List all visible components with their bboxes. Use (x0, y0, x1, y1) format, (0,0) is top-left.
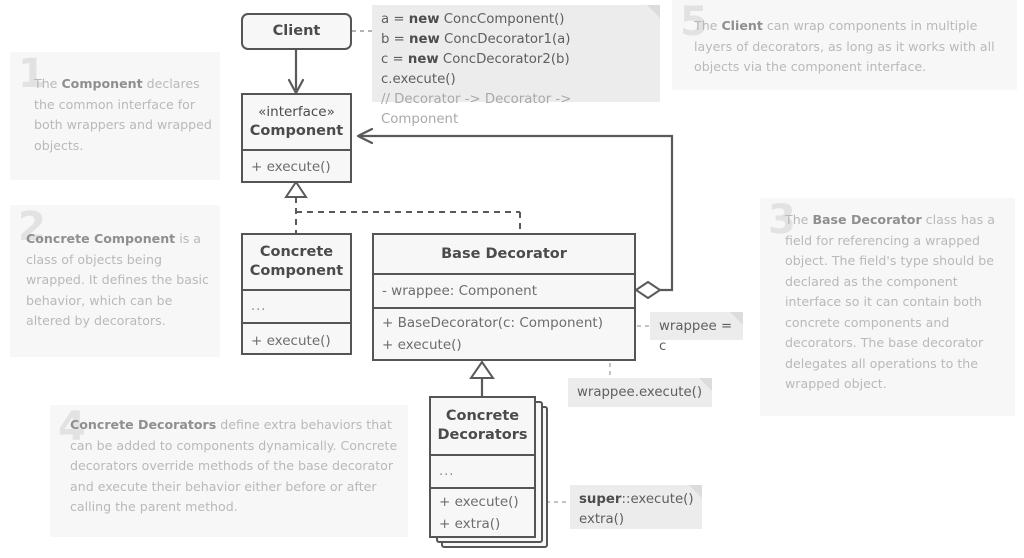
class-component-stereotype-and-name: «interface» Component (243, 103, 350, 141)
note-code-line-2: b = new ConcDecorator1(a) (381, 32, 571, 47)
note-code-line-4: c.execute() (381, 72, 456, 87)
class-concrete-component-name-line2: Component (249, 263, 344, 279)
class-component-title-section: «interface» Component (243, 95, 350, 149)
annotation-number-3: 3 (768, 197, 796, 243)
class-component-stereotype: «interface» (258, 104, 335, 120)
class-concrete-component-field-ellipsis: ... (251, 298, 267, 314)
class-box-concrete-decorators[interactable]: Concrete Decorators ... + execute() + ex… (429, 396, 536, 538)
class-concrete-component-methods-section: + execute() (243, 322, 350, 357)
class-concrete-decorators-fields-section: ... (431, 454, 534, 487)
note-wrappee-execute: wrappee.execute() (568, 378, 712, 407)
class-base-decorator-methods-section: + BaseDecorator(c: Component) + execute(… (374, 307, 634, 359)
class-concrete-decorators-field-ellipsis: ... (439, 463, 455, 479)
note-client-code: a = new ConcComponent() b = new ConcDeco… (372, 5, 660, 127)
annotation-panel-1: 1 The Component declares the common inte… (10, 52, 220, 180)
class-concrete-decorators-method-extra: + extra() (439, 515, 501, 532)
class-concrete-decorators-name: Concrete Decorators (431, 407, 534, 445)
class-component-method-execute: + execute() (251, 159, 331, 175)
class-component-name: Component (249, 123, 344, 139)
note-wrappee-execute-body: wrappee.execute() (577, 385, 703, 400)
annotation-panel-2: 2 Concrete Component is a class of objec… (10, 205, 220, 357)
annotation-panel-3: 3 The Base Decorator class has a field f… (760, 198, 1015, 416)
annotation-number-5: 5 (680, 0, 708, 45)
note-super-execute: super::execute() extra() (570, 485, 702, 529)
class-concrete-component-name-line1: Concrete (259, 244, 334, 260)
note-code-comment: // Decorator -> Decorator -> Component (381, 92, 572, 127)
note-super-execute-body: super::execute() extra() (570, 485, 702, 535)
class-base-decorator-title-section: Base Decorator (374, 235, 634, 273)
class-box-concrete-component[interactable]: Concrete Component ... + execute() (241, 233, 352, 355)
class-concrete-decorators-methods-section: + execute() + extra() (431, 487, 534, 536)
class-box-client[interactable]: Client (241, 13, 352, 50)
class-base-decorator-fields-section: - wrappee: Component (374, 273, 634, 307)
annotation-text-1: The Component declares the common interf… (34, 76, 212, 153)
class-concrete-component-method-execute: + execute() (251, 332, 331, 349)
class-base-decorator-name: Base Decorator (441, 245, 567, 262)
note-code-line-1: a = new ConcComponent() (381, 12, 565, 27)
annotation-number-4: 4 (58, 404, 86, 450)
annotation-text-3: The Base Decorator class has a field for… (785, 212, 995, 391)
class-concrete-decorators-title-section: Concrete Decorators (431, 398, 534, 454)
note-super-execute-line1: super::execute() (579, 492, 694, 507)
class-box-base-decorator[interactable]: Base Decorator - wrappee: Component + Ba… (372, 233, 636, 361)
note-wrappee-assignment-body: wrappee = c (659, 319, 733, 354)
annotation-number-2: 2 (18, 204, 46, 250)
class-concrete-component-name: Concrete Component (243, 243, 350, 281)
note-super-execute-line2: extra() (579, 512, 625, 527)
annotation-text-2: Concrete Component is a class of objects… (26, 231, 209, 328)
annotation-text-5: The Client can wrap components in multip… (694, 18, 995, 74)
annotation-number-1: 1 (18, 51, 46, 97)
annotation-panel-5: 5 The Client can wrap components in mult… (672, 0, 1017, 90)
class-client-name: Client (272, 23, 321, 39)
note-client-code-body: a = new ConcComponent() b = new ConcDeco… (372, 5, 660, 135)
class-base-decorator-method-constructor: + BaseDecorator(c: Component) (382, 315, 603, 331)
class-box-component[interactable]: «interface» Component + execute() (241, 93, 352, 183)
annotation-text-4: Concrete Decorators define extra behavio… (70, 417, 398, 514)
class-base-decorator-method-execute: + execute() (382, 337, 462, 353)
class-concrete-component-title-section: Concrete Component (243, 235, 350, 289)
class-concrete-decorators-method-execute: + execute() (439, 493, 519, 510)
class-base-decorator-field-wrappee: - wrappee: Component (382, 283, 537, 299)
class-client-title-section: Client (243, 15, 350, 48)
annotation-panel-4: 4 Concrete Decorators define extra behav… (50, 405, 408, 537)
class-concrete-decorators-name-line1: Concrete (445, 408, 520, 424)
note-wrappee-assignment: wrappee = c (650, 312, 743, 354)
note-code-line-3: c = new ConcDecorator2(b) (381, 52, 570, 67)
class-concrete-decorators-name-line2: Decorators (437, 427, 528, 443)
class-component-methods-section: + execute() (243, 149, 350, 183)
class-concrete-component-fields-section: ... (243, 289, 350, 322)
